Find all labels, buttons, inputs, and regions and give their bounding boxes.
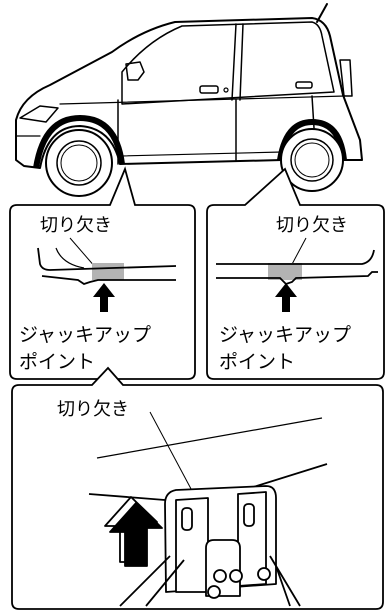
jack-point-highlight-front — [92, 263, 124, 280]
tail-lamp — [339, 59, 353, 97]
jack-point-label-front-2: ポイント — [19, 351, 95, 373]
front-wheel — [45, 129, 113, 197]
jack-closeup-panel: 切り欠き — [11, 366, 384, 610]
arrow-up-3d-icon — [104, 496, 163, 567]
sill-top-front — [37, 247, 177, 271]
notch-leader-front — [69, 237, 97, 269]
notch-leader-closeup — [149, 411, 199, 503]
sill-bottom-rear — [216, 271, 378, 286]
arrow-up-icon — [275, 283, 297, 312]
sill-curve-front — [55, 247, 85, 269]
notch-label-front: 切り欠き — [40, 215, 112, 236]
front-door-handle — [199, 85, 219, 94]
rocker-line — [119, 151, 283, 157]
sill-top-rear — [216, 249, 375, 265]
beltline — [59, 95, 346, 105]
b-pillar — [231, 23, 237, 101]
jack-point-highlight-rear — [268, 263, 302, 280]
jack-arm-right-inner — [275, 565, 291, 607]
car-window-frame — [121, 21, 335, 105]
callout-rear-jack-point: 切り欠き ジャッキアップ ポイント — [206, 167, 385, 380]
notch-label-closeup: 切り欠き — [57, 399, 129, 420]
sill-bottom-front — [41, 275, 176, 285]
rear-door-handle — [295, 81, 313, 89]
jack-arm-left-inner — [145, 559, 185, 607]
keyhole — [223, 87, 229, 93]
rear-wheel — [280, 128, 344, 192]
jack-point-label-rear-1: ジャッキアップ — [219, 324, 351, 346]
side-mirror — [125, 61, 145, 81]
jack-arm-left — [119, 555, 171, 607]
b-pillar-inner — [239, 23, 244, 101]
sill-line-top — [96, 417, 323, 459]
arrow-up-icon — [93, 283, 115, 312]
jack-point-label-front-1: ジャッキアップ — [19, 324, 151, 346]
callout-front-jack-point: 切り欠き ジャッキアップ ポイント — [9, 166, 196, 380]
jack-arm-right — [269, 555, 301, 607]
front-wheel-arch — [33, 114, 125, 169]
jack-head — [164, 485, 277, 599]
notch-label-rear: 切り欠き — [276, 215, 348, 236]
headlamp — [19, 105, 59, 123]
car-illustration — [15, 3, 363, 169]
jack-point-label-rear-2: ポイント — [219, 351, 295, 373]
rear-wheel-arch — [277, 118, 347, 161]
